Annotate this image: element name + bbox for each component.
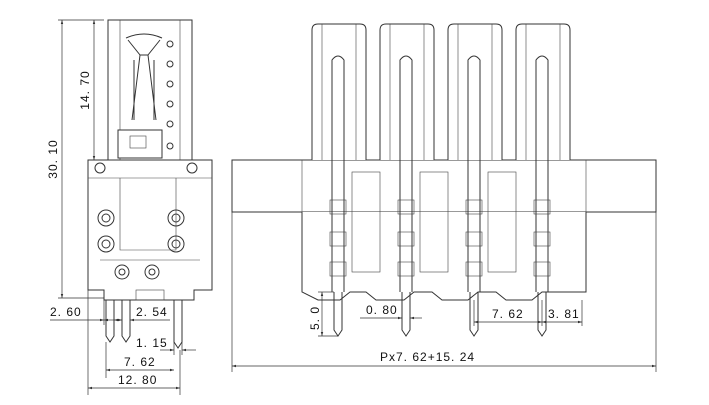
- dim-pin-thickness: 0. 80: [366, 303, 398, 317]
- dim-pitch-front: 7. 62: [492, 307, 524, 321]
- front-view-dimensions: 5. 0 0. 80 7. 62 3. 81 Px7. 62+15. 24: [231, 212, 657, 372]
- dim-pin-gap: 2. 54: [136, 305, 168, 319]
- dim-pitch-side: 7. 62: [124, 355, 156, 369]
- side-view-dimensions: 30. 10 14. 70 2. 60 2. 54 1. 15 7. 62 12…: [46, 19, 196, 395]
- header-body-side: [87, 159, 213, 301]
- dim-height-upper: 14. 70: [78, 70, 92, 109]
- front-view: [231, 23, 657, 337]
- side-pins: [105, 300, 183, 349]
- dim-width-total: 12. 80: [118, 373, 157, 387]
- spring-clamp: [127, 39, 161, 121]
- header-shroud: [301, 212, 587, 301]
- dim-pin-length: 5. 0: [308, 306, 322, 330]
- header-body-front: [231, 159, 657, 213]
- dim-overall-length: Px7. 62+15. 24: [380, 350, 475, 364]
- dim-height-total: 30. 10: [46, 139, 60, 178]
- mounting-holes: [97, 209, 185, 280]
- side-holes: [166, 40, 174, 150]
- dim-pin-width: 1. 15: [136, 336, 168, 350]
- dim-half-pitch: 3. 81: [548, 307, 580, 321]
- dim-offset-left: 2. 60: [50, 305, 82, 319]
- side-view: [87, 19, 213, 349]
- clamp-block: [117, 129, 163, 159]
- upper-plugs: [311, 23, 571, 160]
- front-slots: [351, 171, 517, 273]
- front-pins: [329, 160, 551, 337]
